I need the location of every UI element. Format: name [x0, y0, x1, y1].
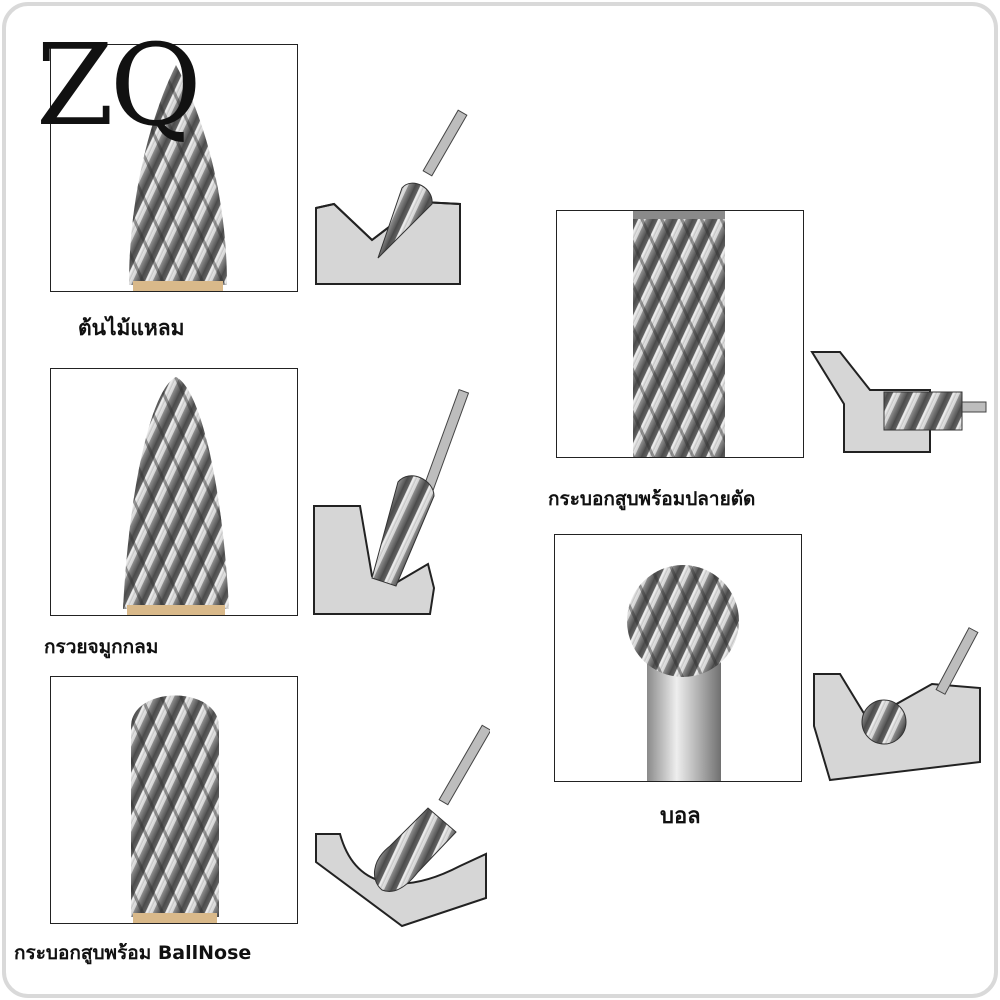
- zq-logo: ZQ: [36, 21, 202, 151]
- tree-pointed-burr-photo: [50, 44, 298, 292]
- cylinder-ballnose-burr-photo: [50, 676, 298, 924]
- ball-usage-diagram: [812, 626, 988, 782]
- cylinder-ballnose-usage-diagram: [310, 722, 490, 932]
- cone-round-nose-usage-diagram: [310, 388, 474, 620]
- cylinder-ballnose-label: กระบอกสูบพร้อม BallNose: [14, 942, 252, 964]
- tree-pointed-label: ต้นไม้แหลม: [78, 316, 185, 340]
- cylinder-end-cut-usage-diagram: [810, 346, 988, 458]
- cylinder-end-cut-burr-photo: [556, 210, 804, 458]
- cone-round-nose-label: กรวยจมูกกลม: [44, 636, 159, 658]
- tree-pointed-usage-diagram: [312, 108, 474, 288]
- cylinder-end-cut-label: กระบอกสูบพร้อมปลายตัด: [548, 488, 756, 510]
- cone-round-nose-burr-photo: [50, 368, 298, 616]
- ball-label: บอล: [660, 804, 701, 829]
- ball-burr-photo: [554, 534, 802, 782]
